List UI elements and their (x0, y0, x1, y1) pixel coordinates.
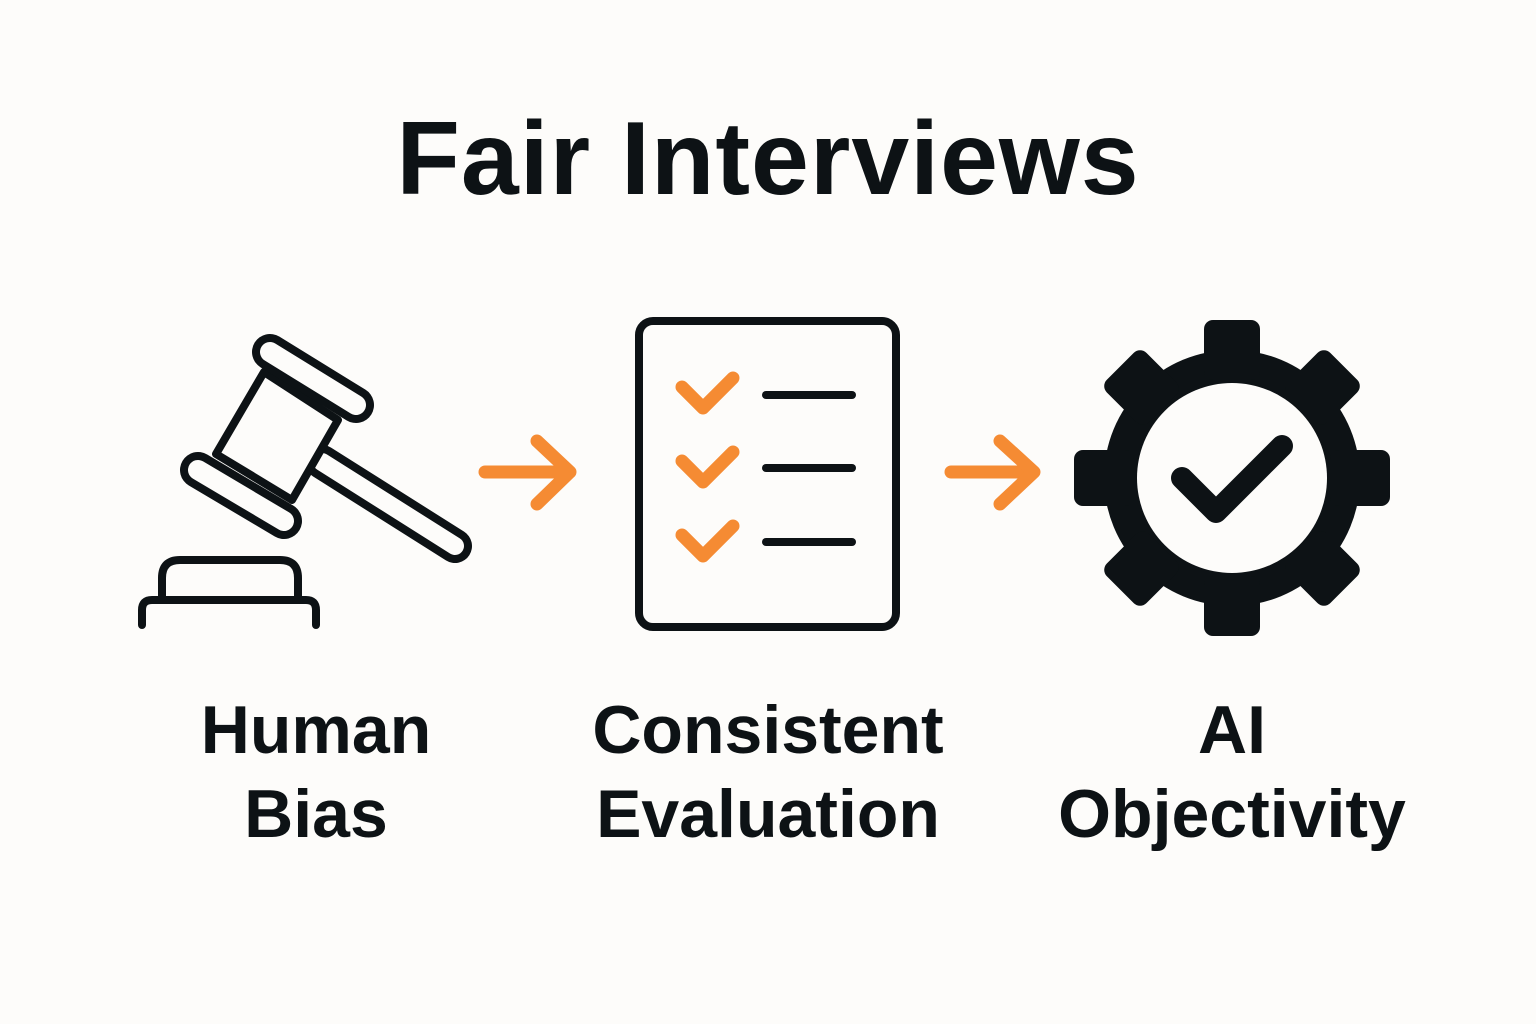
arrow-right-icon (478, 434, 577, 511)
check-icon (675, 371, 740, 415)
step-label-human-bias: Human Bias (66, 688, 566, 856)
gavel-icon (138, 334, 472, 629)
gear-tooth (1204, 576, 1260, 636)
gear-tooth (1285, 350, 1360, 425)
checklist-icon (635, 317, 900, 631)
check-icon (675, 445, 740, 489)
step-label-consistent-evaluation: Consistent Evaluation (518, 688, 1018, 856)
step-label-line: Objectivity (1058, 776, 1406, 852)
gear-tooth (1285, 531, 1360, 606)
gear-tooth (1204, 320, 1260, 380)
gear-tooth (1330, 450, 1390, 506)
step-label-line: AI (1198, 692, 1266, 768)
step-label-ai-objectivity: AI Objectivity (982, 688, 1482, 856)
arrow-right-icon (944, 434, 1041, 511)
gear-tooth (1104, 350, 1179, 425)
step-label-line: Evaluation (596, 776, 940, 852)
gear-tooth (1074, 450, 1134, 506)
page-title: Fair Interviews (396, 101, 1140, 217)
check-icon (675, 519, 740, 563)
step-label-line: Bias (244, 776, 388, 852)
step-label-line: Human (200, 692, 432, 768)
gear-tooth (1104, 531, 1179, 606)
step-label-line: Consistent (592, 692, 944, 768)
gear-check-icon (1074, 320, 1390, 636)
